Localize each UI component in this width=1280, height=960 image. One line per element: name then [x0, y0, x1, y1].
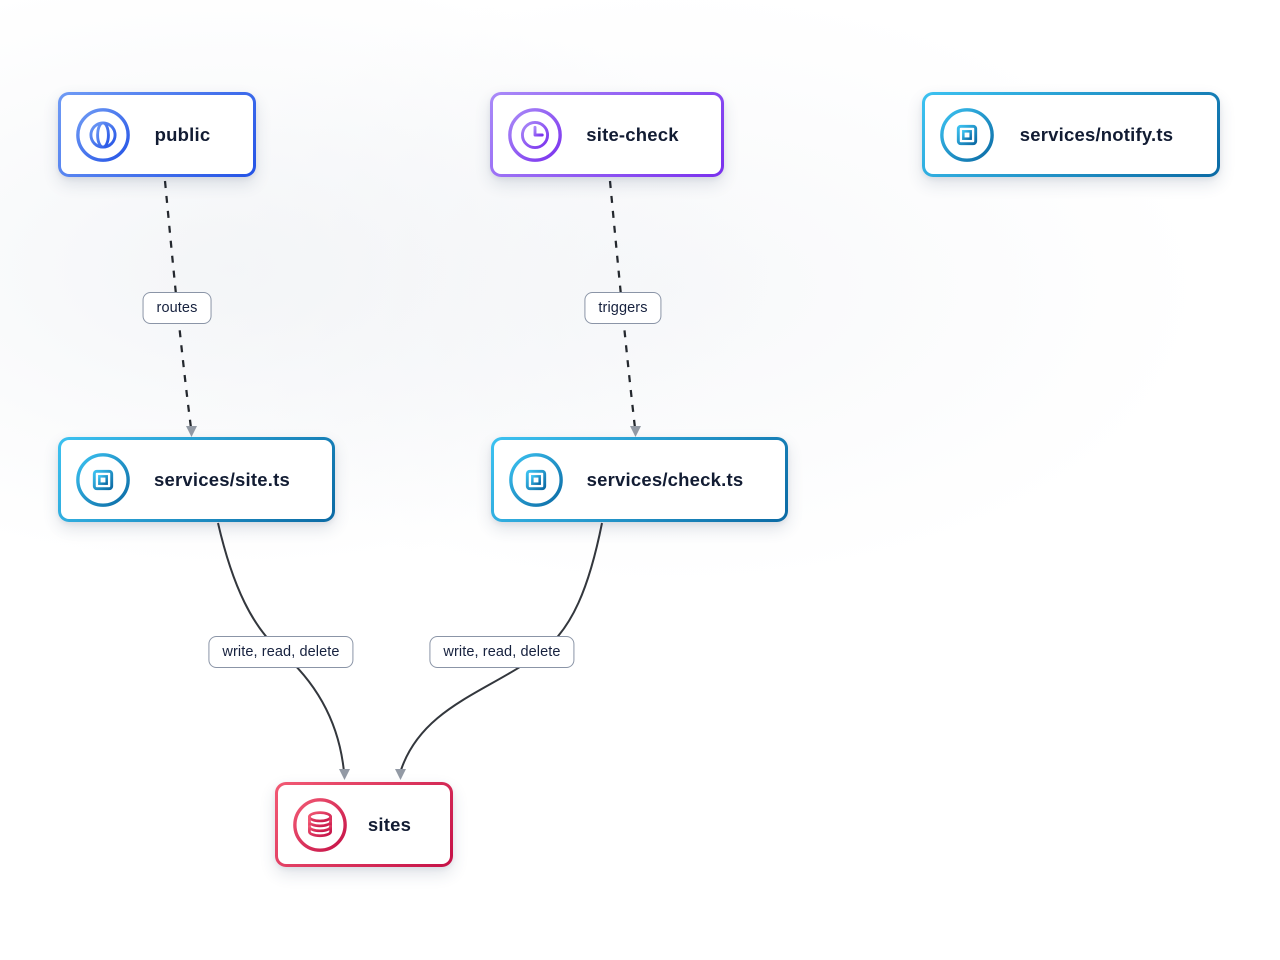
edge-label-routes: routes: [142, 292, 212, 324]
node-services-check-label: services/check.ts: [586, 468, 744, 490]
node-services-check-body: services/check.ts: [494, 440, 785, 519]
clock-icon: [506, 106, 564, 164]
node-sites[interactable]: sites: [275, 782, 453, 867]
node-services-notify-body: services/notify.ts: [925, 95, 1217, 174]
node-site-check-body: site-check: [493, 95, 721, 174]
node-services-notify[interactable]: services/notify.ts: [922, 92, 1220, 177]
chip-icon: [507, 451, 565, 509]
edge-label-write-read-delete-left: write, read, delete: [208, 636, 354, 668]
arrowhead-public-to-site: [186, 426, 197, 437]
node-public[interactable]: public: [58, 92, 256, 177]
database-icon: [291, 796, 349, 854]
node-public-label: public: [154, 123, 211, 145]
node-services-site-label: services/site.ts: [154, 468, 290, 490]
node-services-site-body: services/site.ts: [61, 440, 332, 519]
chip-icon: [938, 106, 996, 164]
node-services-site[interactable]: services/site.ts: [58, 437, 335, 522]
node-sites-label: sites: [367, 813, 412, 835]
node-sites-body: sites: [278, 785, 450, 864]
node-services-check[interactable]: services/check.ts: [491, 437, 788, 522]
node-public-body: public: [61, 95, 253, 174]
arrowhead-site-to-sites: [339, 769, 350, 780]
arrowhead-check-to-sites: [395, 769, 406, 780]
edge-label-write-read-delete-right: write, read, delete: [429, 636, 575, 668]
edge-label-triggers: triggers: [584, 292, 662, 324]
globe-icon: [74, 106, 132, 164]
node-site-check[interactable]: site-check: [490, 92, 724, 177]
arrowhead-sitecheck-to-check: [630, 426, 641, 437]
node-site-check-label: site-check: [586, 123, 679, 145]
node-services-notify-label: services/notify.ts: [1019, 123, 1174, 145]
chip-icon: [74, 451, 132, 509]
